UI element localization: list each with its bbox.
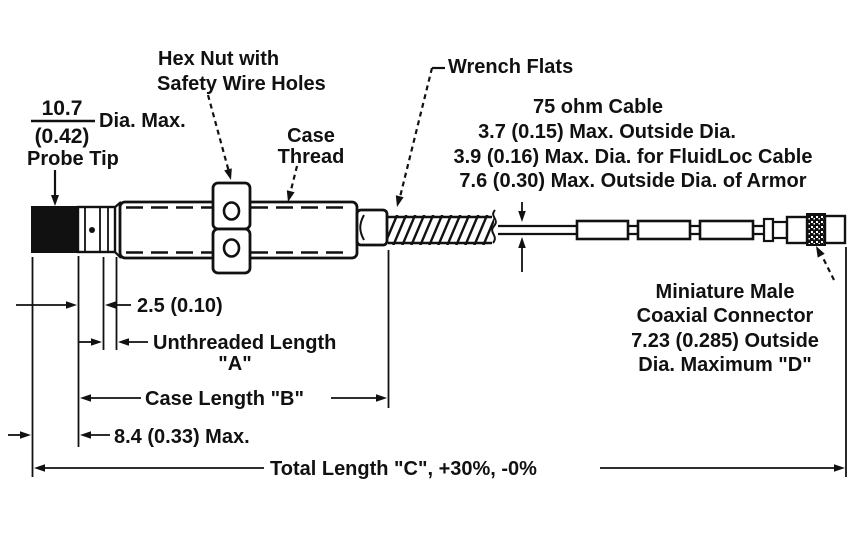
case-thread-leader-arrowhead xyxy=(286,190,295,202)
cable-sleeve xyxy=(636,219,692,241)
wrench-flats-arc xyxy=(359,214,365,241)
dim-total-arrow-left xyxy=(34,464,45,472)
connector-label-line2: Coaxial Connector xyxy=(637,305,814,327)
hex-nut-leader xyxy=(206,94,231,173)
dim-a-arrow-left xyxy=(118,338,129,346)
connector-label-line1: Miniature Male xyxy=(656,281,795,303)
case-thread-label-line1: Case xyxy=(287,125,335,147)
dim-b-arrow-left xyxy=(80,394,91,402)
dim-25-arrow-left xyxy=(105,301,116,309)
connector-endcap xyxy=(823,214,847,245)
hex-nut-label-line2: Safety Wire Holes xyxy=(157,73,326,95)
probe-tip-black xyxy=(31,206,79,253)
dim-unthreaded-label: Unthreaded Length xyxy=(153,332,336,354)
connector-barrel xyxy=(785,215,809,245)
dim-unthreaded-ref: "A" xyxy=(218,353,251,375)
connector-knurl xyxy=(806,213,826,246)
dim-84-arrow-left xyxy=(80,431,91,439)
connector-leader-arrowhead xyxy=(816,246,825,258)
wrench-flats-label: Wrench Flats xyxy=(448,56,573,78)
probe-tip-leader-arrowhead xyxy=(51,195,59,206)
armor-hatching xyxy=(388,215,494,245)
hex-nut-leader-arrowhead xyxy=(224,168,232,180)
dim-total-length-label: Total Length "C", +30%, -0% xyxy=(270,458,537,480)
safety-wire-hole-lower xyxy=(222,238,241,258)
barrel-dot xyxy=(89,227,95,233)
dim-tip-setback-label: 2.5 (0.10) xyxy=(137,295,223,317)
extension-lines xyxy=(31,247,847,477)
probe-tip-barrel xyxy=(76,205,117,254)
case-thread-leader xyxy=(288,165,299,195)
wrench-flats-shape xyxy=(355,208,389,247)
connector-leader xyxy=(821,255,835,281)
dim-25-arrow-right xyxy=(66,301,77,309)
cable-label-line2: 3.7 (0.15) Max. Outside Dia. xyxy=(478,121,736,143)
wrench-flats-body xyxy=(355,208,389,247)
dim-total-arrow-right xyxy=(834,464,845,472)
coax-cable-shape xyxy=(498,219,768,241)
probe-tip-label: Probe Tip xyxy=(27,148,119,170)
hex-nut-label-line1: Hex Nut with xyxy=(158,48,279,70)
probe-tip-shape xyxy=(31,205,117,254)
cable-dia-arrow-up xyxy=(518,237,526,248)
armor-shape xyxy=(388,209,497,245)
dim-b-arrow-right xyxy=(376,394,387,402)
probe-tip-dim-in: (0.42) xyxy=(35,125,90,148)
leader-lines xyxy=(51,66,835,281)
cable-sleeve xyxy=(698,219,755,241)
probe-tip-dim-mm: 10.7 xyxy=(42,97,83,120)
cable-sleeve xyxy=(575,219,630,241)
callout-text: 10.7 (0.42) Dia. Max. Probe Tip Hex Nut … xyxy=(27,48,819,376)
hex-nut-shape xyxy=(211,181,252,275)
dimension-lines xyxy=(8,301,845,472)
dim-a-arrow-right xyxy=(91,338,102,346)
connector-collar xyxy=(762,217,775,243)
connector-label-line3: 7.23 (0.285) Outside xyxy=(631,330,819,352)
dimension-text: 2.5 (0.10) Unthreaded Length "A" Case Le… xyxy=(114,295,537,480)
dim-84-arrow-right xyxy=(20,431,31,439)
cable-label-line3: 3.9 (0.16) Max. Dia. for FluidLoc Cable xyxy=(454,146,813,168)
armor-break-squiggle xyxy=(491,209,497,244)
connector-shape xyxy=(762,213,847,246)
dim-case-length-label: Case Length "B" xyxy=(145,388,304,410)
probe-tip-dia-suffix: Dia. Max. xyxy=(99,110,186,132)
wrench-flats-leader xyxy=(398,67,434,198)
case-thread-label-line2: Thread xyxy=(278,146,345,168)
dim-tip-assembly-label: 8.4 (0.33) Max. xyxy=(114,426,250,448)
wrench-flats-leader-arrowhead xyxy=(395,195,404,207)
connector-label-line4: Dia. Maximum "D" xyxy=(638,354,811,376)
cable-label-line1: 75 ohm Cable xyxy=(533,96,663,118)
cable-dia-arrow-down xyxy=(518,211,526,222)
cable-label-line4: 7.6 (0.30) Max. Outside Dia. of Armor xyxy=(459,170,806,192)
connector-step xyxy=(771,220,789,240)
safety-wire-hole-upper xyxy=(222,201,241,221)
